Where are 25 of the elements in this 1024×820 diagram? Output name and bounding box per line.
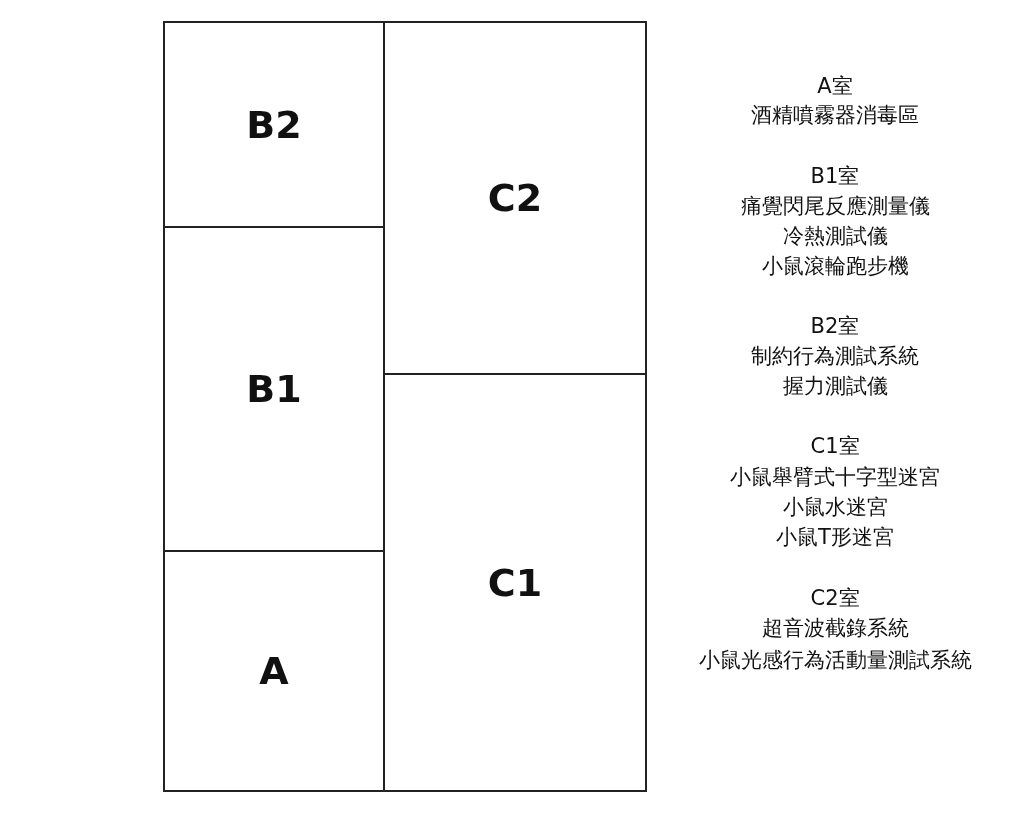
room-name: B2: [246, 102, 302, 147]
room-heading: C1室: [810, 434, 860, 458]
room-name: C2: [487, 176, 543, 220]
room-heading: B2室: [810, 314, 860, 338]
room: [163, 550, 385, 792]
room-name: B1: [246, 367, 302, 411]
room: [163, 21, 385, 228]
equipment-text: 痛覺閃尾反應測量儀: [740, 194, 930, 218]
room-name: A: [259, 649, 289, 693]
equipment-text: 超音波截錄系統: [761, 616, 909, 640]
equipment-text: 小鼠水迷宮: [782, 495, 888, 519]
room-name: C1: [487, 560, 543, 605]
room: [383, 21, 647, 375]
equipment-text: 小鼠光感行為活動量測試系統: [698, 648, 972, 672]
equipment-text: 小鼠滾輪跑步機: [761, 254, 909, 278]
equipment-text: 小鼠T形迷宮: [776, 525, 894, 549]
room-heading: B1室: [810, 164, 860, 188]
equipment-text: 冷熱測試儀: [782, 224, 888, 248]
equipment-text: 小鼠舉臂式十字型迷宮: [730, 465, 940, 489]
equipment-text: 握力測試儀: [782, 374, 888, 398]
equipment-text: 酒精噴霧器消毒區: [751, 103, 919, 127]
equipment-text: 制約行為測試系統: [751, 344, 919, 368]
room-heading: A室: [817, 74, 853, 98]
room-heading: C2室: [810, 586, 860, 610]
room: [383, 373, 647, 792]
